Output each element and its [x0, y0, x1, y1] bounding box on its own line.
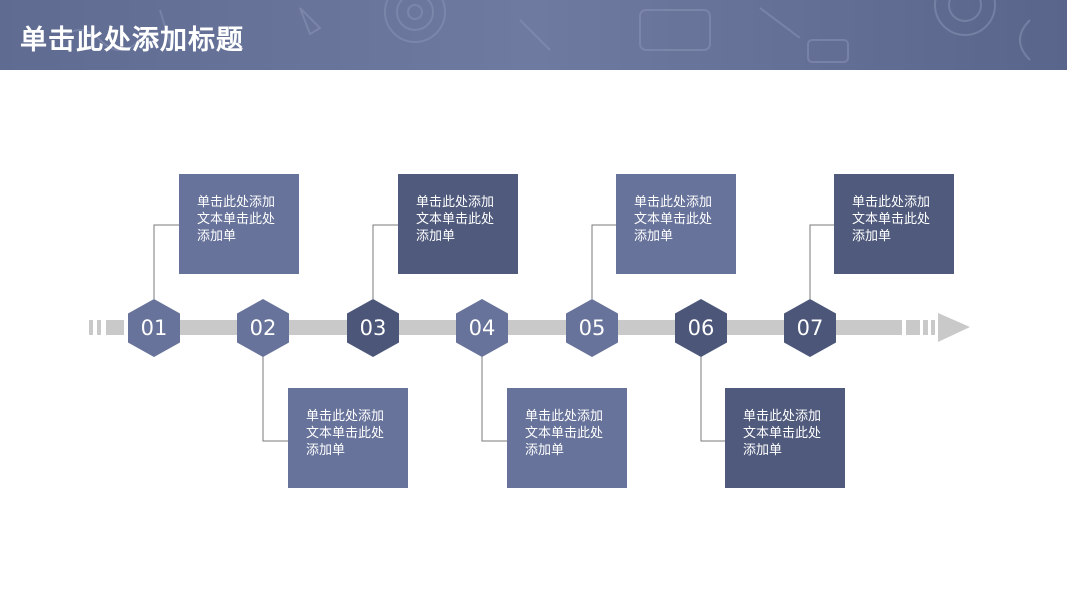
step-text-box-02[interactable]: 单击此处添加文本单击此处添加单 — [288, 388, 408, 488]
step-text-box-03[interactable]: 单击此处添加文本单击此处添加单 — [398, 174, 518, 274]
header-doodle-pattern — [59, 0, 1031, 63]
step-badge-05: 05 — [566, 299, 618, 357]
connector-lines — [153, 224, 835, 442]
timeline-arrow-tail — [89, 320, 124, 335]
timeline-arrow-head — [938, 313, 970, 342]
step-text-box-04[interactable]: 单击此处添加文本单击此处添加单 — [507, 388, 627, 488]
timeline-arrow-segments — [906, 320, 935, 335]
header-bar: 单击此处添加标题 — [0, 0, 1067, 70]
step-text-box-06[interactable]: 单击此处添加文本单击此处添加单 — [725, 388, 845, 488]
step-text-box-07[interactable]: 单击此处添加文本单击此处添加单 — [834, 174, 954, 274]
page-title: 单击此处添加标题 — [20, 25, 244, 56]
step-badge-07: 07 — [784, 299, 836, 357]
step-text-box-05[interactable]: 单击此处添加文本单击此处添加单 — [616, 174, 736, 274]
step-badge-06: 06 — [675, 299, 727, 357]
step-text-box-01[interactable]: 单击此处添加文本单击此处添加单 — [179, 174, 299, 274]
